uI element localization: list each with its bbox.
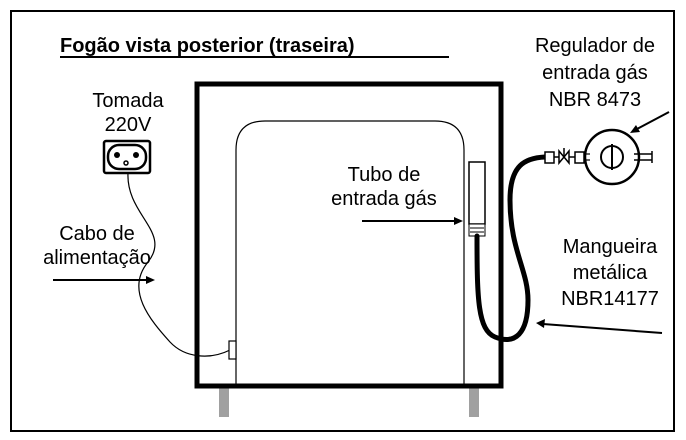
pointer-arrows bbox=[53, 111, 670, 334]
metallic-hose bbox=[474, 154, 548, 342]
outlet-label-line1: Tomada bbox=[92, 90, 164, 112]
cable-label-line2: alimentação bbox=[43, 247, 151, 269]
hose-label-line2: metálica bbox=[573, 262, 648, 284]
cable-label-line1: Cabo de bbox=[59, 223, 135, 245]
power-cable bbox=[127, 172, 231, 357]
gas-inlet-tube bbox=[468, 161, 486, 225]
hose-label-line3: NBR14177 bbox=[561, 288, 659, 310]
cable-connector bbox=[228, 340, 237, 360]
stove-foot-right bbox=[469, 386, 479, 417]
rear-panel bbox=[235, 120, 465, 384]
outer-frame bbox=[10, 10, 675, 432]
gas-regulator-icon bbox=[583, 128, 653, 186]
regulator-label-line1: Regulador de bbox=[535, 35, 655, 57]
tube-label-line2: entrada gás bbox=[331, 188, 437, 210]
tube-label-line1: Tubo de bbox=[348, 164, 421, 186]
outlet-icon bbox=[102, 139, 152, 175]
stove-foot-left bbox=[219, 386, 229, 417]
hose-label-line1: Mangueira bbox=[563, 236, 658, 258]
regulator-arrow bbox=[636, 111, 670, 130]
stove-body bbox=[194, 81, 504, 389]
diagram-title: Fogão vista posterior (traseira) bbox=[60, 35, 355, 57]
regulator-label-line2: entrada gás bbox=[542, 62, 648, 84]
outlet-label-line2: 220V bbox=[105, 114, 152, 136]
hose-arrow bbox=[542, 323, 663, 334]
regulator-label-line3: NBR 8473 bbox=[549, 89, 641, 111]
valve-icon bbox=[544, 148, 585, 166]
